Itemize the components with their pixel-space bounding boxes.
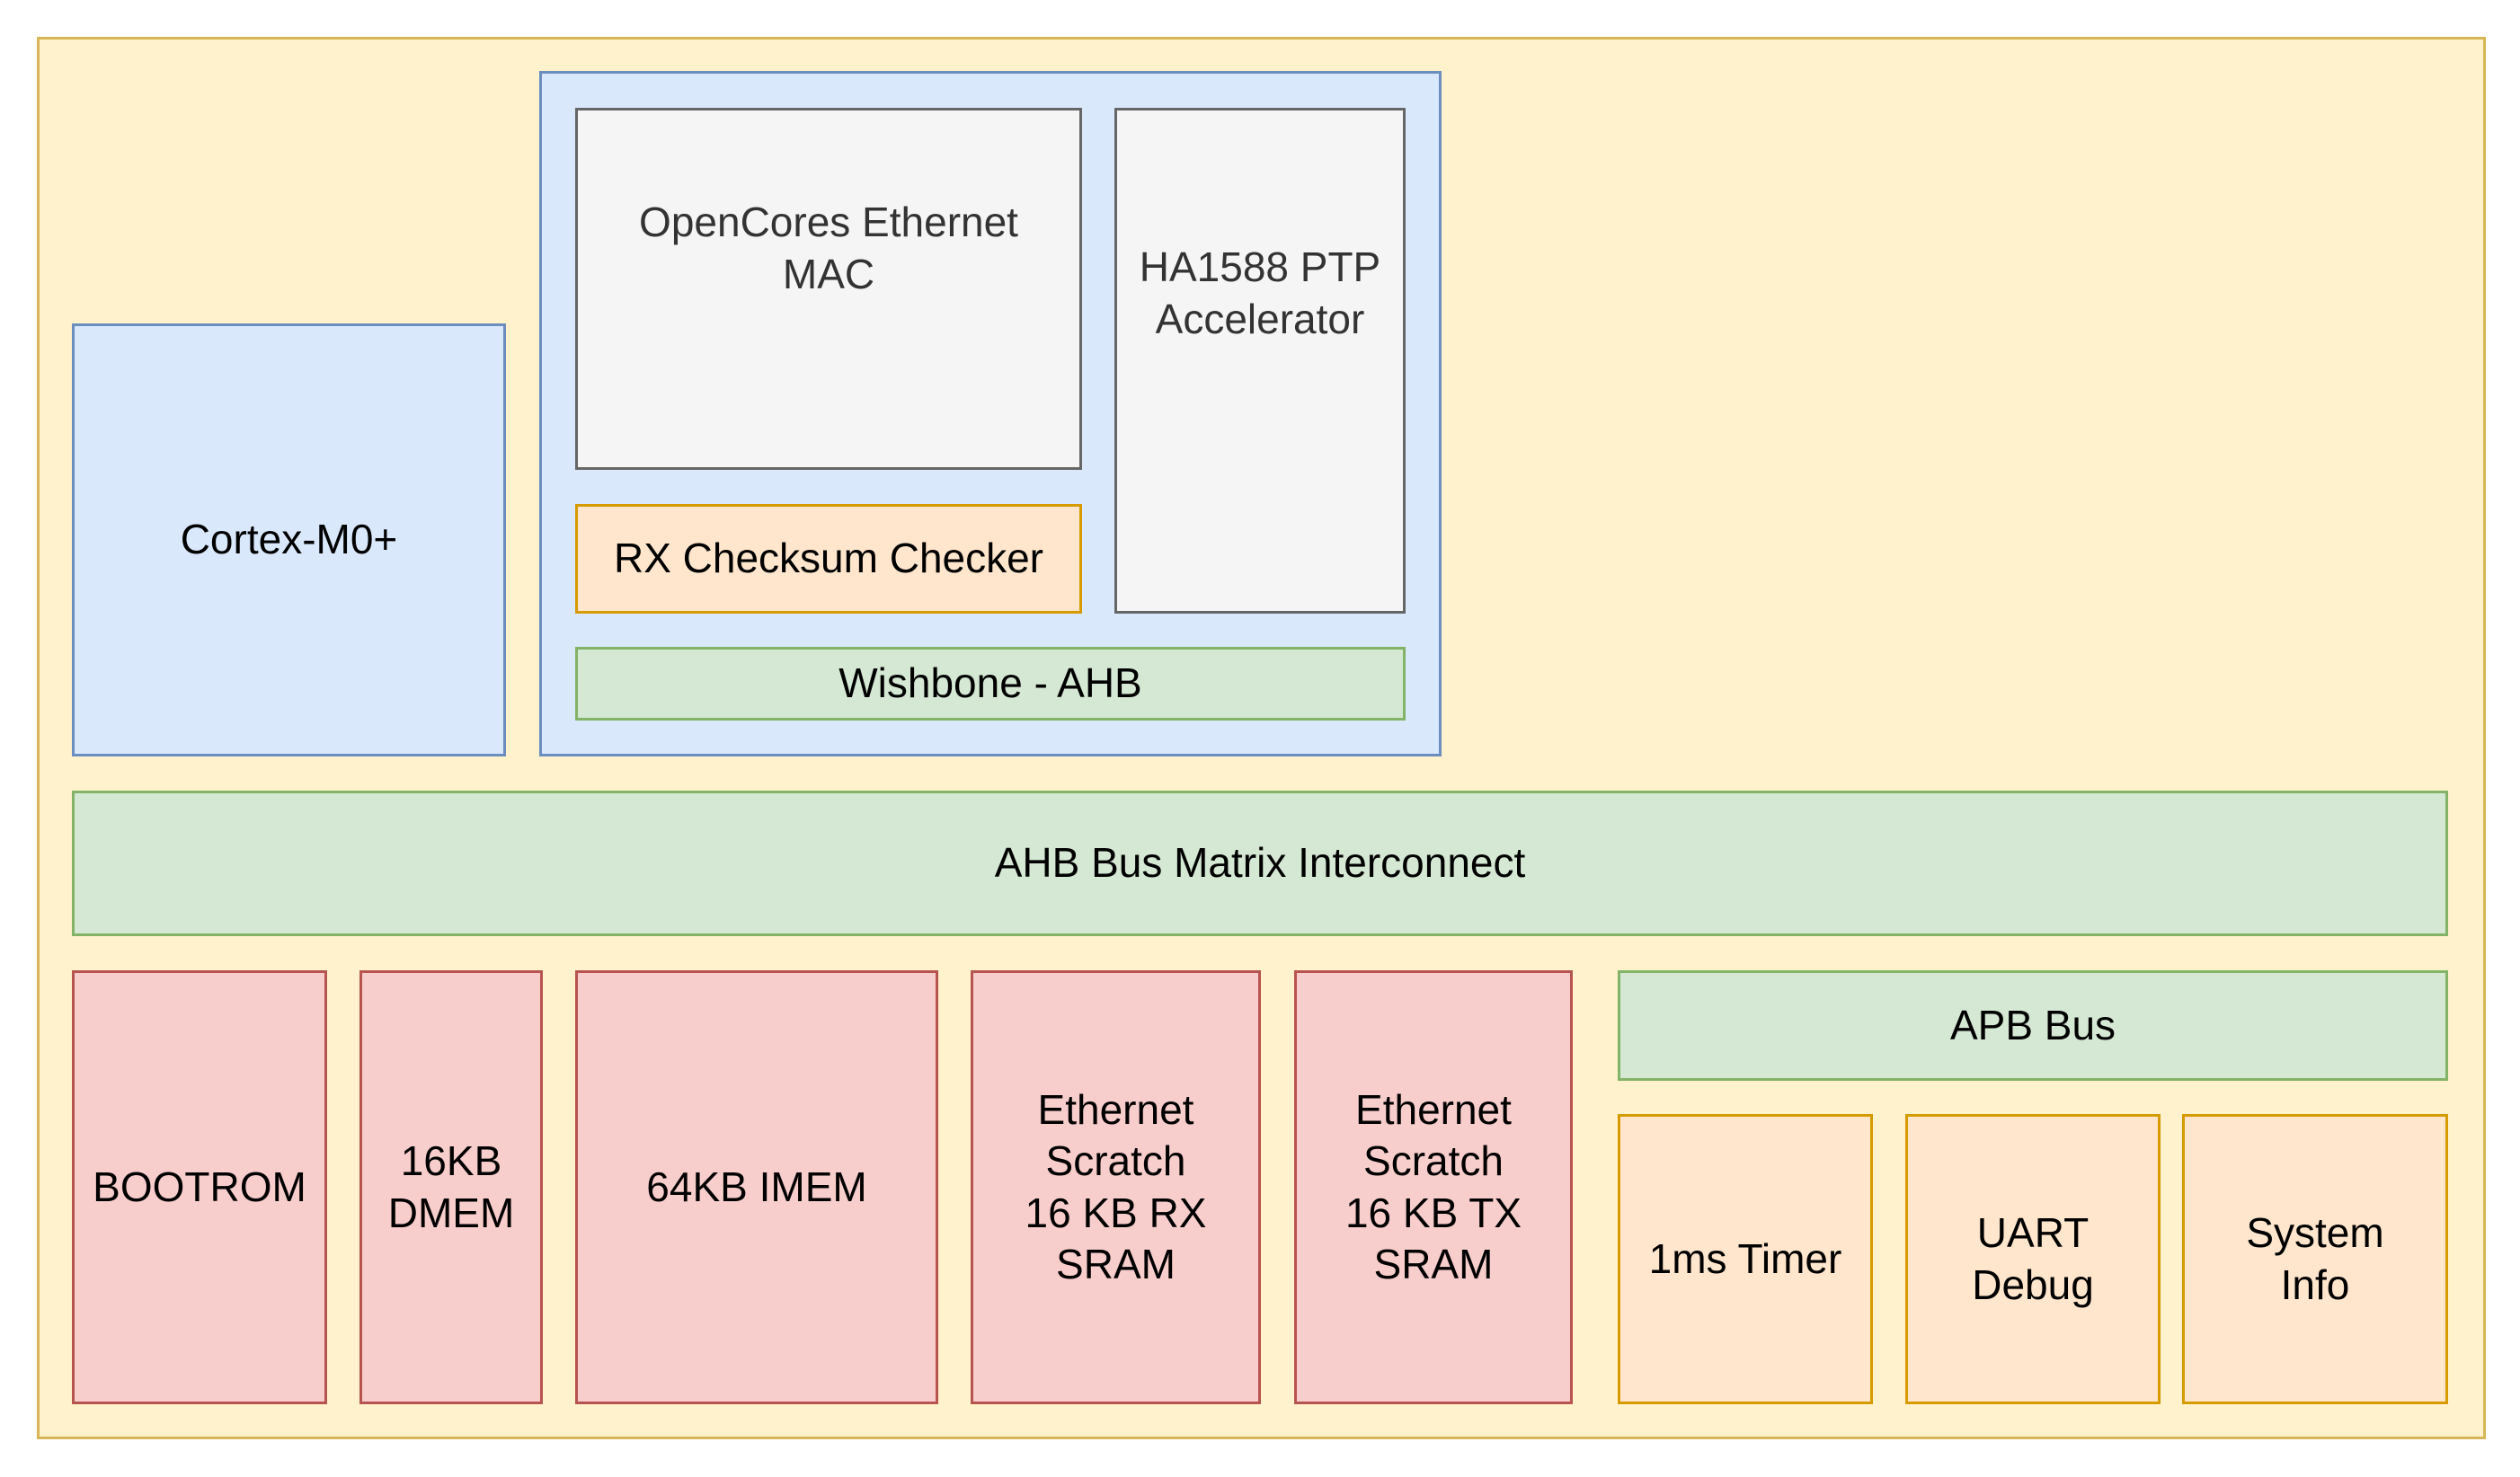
system-info-label: System Info (2246, 1209, 2384, 1308)
eth-rx-sram-label: Ethernet Scratch 16 KB RX SRAM (1025, 1085, 1207, 1288)
eth-tx-sram-block: Ethernet Scratch 16 KB TX SRAM (1294, 970, 1573, 1404)
eth-rx-sram-block: Ethernet Scratch 16 KB RX SRAM (971, 970, 1261, 1404)
apb-bus-label: APB Bus (1949, 1001, 2116, 1048)
uart-debug-block: UART Debug (1905, 1114, 2161, 1404)
ethernet-mac-label: OpenCores Ethernet MAC (639, 199, 1018, 297)
apb-bus: APB Bus (1618, 970, 2448, 1081)
bootrom-block: BOOTROM (72, 970, 327, 1404)
eth-tx-sram-label: Ethernet Scratch 16 KB TX SRAM (1344, 1085, 1522, 1288)
wishbone-ahb-label: Wishbone - AHB (839, 659, 1142, 707)
rx-checksum-label: RX Checksum Checker (613, 535, 1044, 582)
bootrom-label: BOOTROM (93, 1163, 306, 1210)
cortex-m0-label: Cortex-M0+ (180, 516, 398, 563)
imem-block: 64KB IMEM (575, 970, 938, 1404)
system-info-block: System Info (2182, 1114, 2448, 1404)
cortex-m0-block: Cortex-M0+ (72, 323, 506, 756)
timer-label: 1ms Timer (1648, 1234, 1842, 1282)
ethernet-mac-block: OpenCores Ethernet MAC (575, 108, 1082, 470)
rx-checksum-block: RX Checksum Checker (575, 504, 1082, 614)
imem-label: 64KB IMEM (646, 1163, 867, 1210)
ahb-bus-matrix-label: AHB Bus Matrix Interconnect (994, 839, 1526, 887)
wishbone-ahb-bridge: Wishbone - AHB (575, 647, 1406, 721)
ptp-accelerator-block: HA1588 PTP Accelerator (1114, 108, 1406, 614)
dmem-block: 16KB DMEM (359, 970, 543, 1404)
uart-debug-label: UART Debug (1972, 1209, 2094, 1308)
ptp-accelerator-label: HA1588 PTP Accelerator (1139, 243, 1381, 342)
ahb-bus-matrix: AHB Bus Matrix Interconnect (72, 791, 2448, 936)
timer-block: 1ms Timer (1618, 1114, 1873, 1404)
dmem-label: 16KB DMEM (387, 1137, 515, 1236)
